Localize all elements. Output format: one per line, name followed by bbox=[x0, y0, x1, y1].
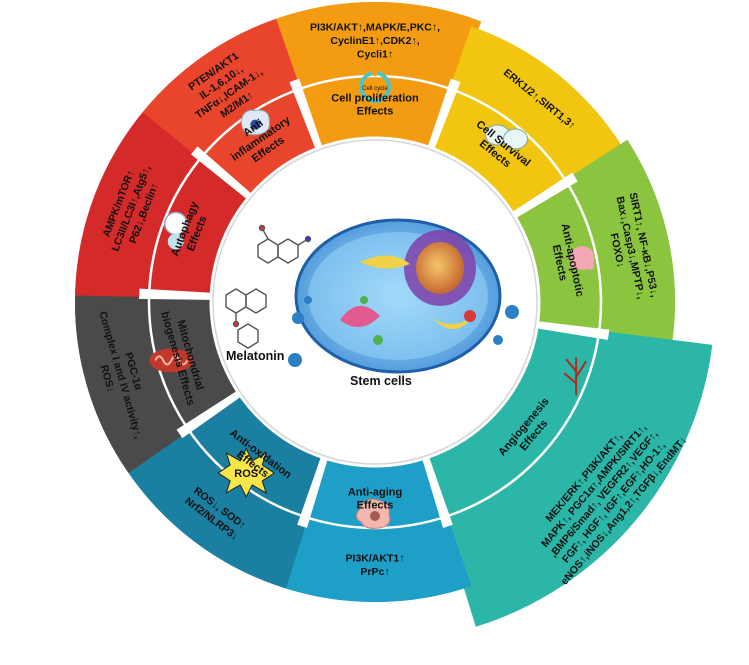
effect-line: Anti-aging bbox=[348, 487, 402, 499]
segments-layer bbox=[75, 1, 713, 627]
segment-tip-anti-aging bbox=[278, 525, 472, 602]
marker-list-cell-proliferation: PI3K/AKT↑,MAPK/E,PKC↑,CyclinE1↑,CDK2↑, Cy… bbox=[310, 22, 440, 61]
hub-ring bbox=[209, 136, 541, 468]
segment-tip-cell-survival bbox=[452, 26, 625, 180]
segment-tip-anti-inflammatory bbox=[142, 18, 298, 153]
segment-tip-cell-proliferation bbox=[268, 1, 482, 82]
blood-vessel-icon bbox=[563, 357, 587, 396]
marker-line: PI3K/AKT↑,MAPK/E,PKC↑, bbox=[310, 22, 440, 34]
marker-list-anti-aging: PI3K/AKT1↑ PrPc↑ bbox=[346, 552, 405, 578]
melatonin-molecule-icon bbox=[225, 224, 312, 349]
aging-cell-icon bbox=[355, 498, 391, 529]
mitochondrion-icon bbox=[149, 348, 194, 373]
segment-tip-angiogenesis bbox=[444, 331, 713, 627]
marker-line: PI3K/AKT1↑ bbox=[346, 552, 405, 564]
segment-tip-anti-apoptotic bbox=[573, 139, 675, 348]
cell-cycle-icon-label: Cell cycle bbox=[362, 86, 388, 92]
ros-burst-label: ROS bbox=[234, 468, 258, 480]
stem-cells-label: Stem cells bbox=[350, 374, 412, 388]
effect-line: Effects bbox=[357, 500, 394, 512]
marker-line: CyclinE1↑,CDK2↑, bbox=[330, 35, 419, 47]
segment-tip-mitochondrial-biogenesis bbox=[75, 287, 182, 473]
stem-cell-icon bbox=[288, 218, 519, 374]
cell-cycle-icon: Cell cycle bbox=[359, 70, 391, 103]
autophagosome-icon bbox=[164, 211, 188, 250]
marker-line: Cycli1↑ bbox=[357, 49, 393, 61]
apoptotic-cell-icon bbox=[569, 245, 595, 270]
marker-line: PrPc↑ bbox=[360, 566, 389, 578]
segment-tip-autophagy bbox=[75, 106, 197, 297]
segment-tip-anti-oxidation bbox=[124, 431, 306, 589]
center-hub: Melatonin Stem cells bbox=[212, 139, 538, 465]
macrophage-icon bbox=[240, 109, 271, 136]
melatonin-label: Melatonin bbox=[226, 349, 284, 363]
surviving-cell-icon bbox=[485, 124, 529, 150]
effect-line: Cell proliferation bbox=[331, 93, 419, 105]
ros-burst-icon: ROS bbox=[217, 447, 276, 499]
effect-line: Effects bbox=[357, 106, 394, 118]
